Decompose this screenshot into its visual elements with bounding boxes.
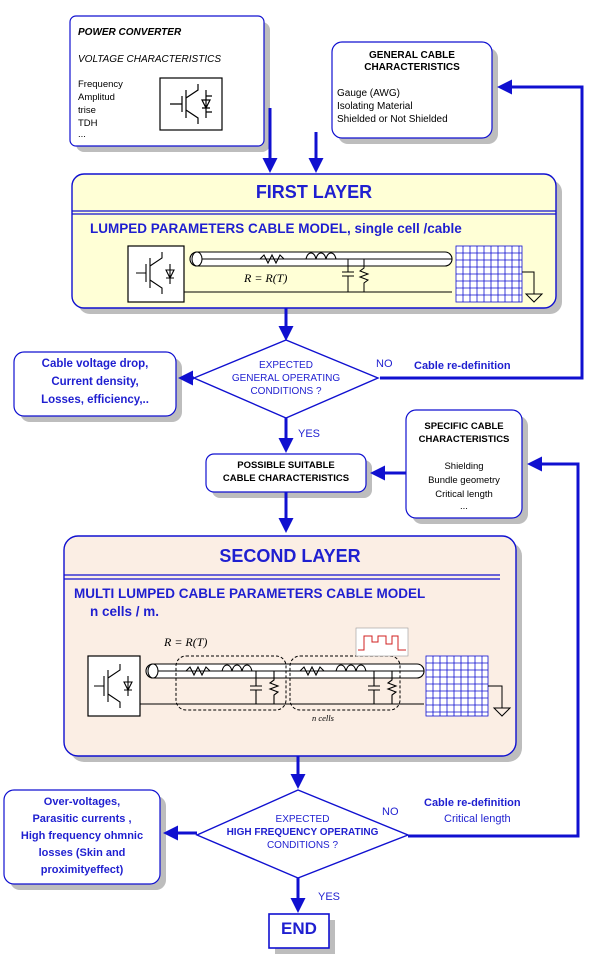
possible-suitable-box (205, 453, 367, 493)
left-box-1-line: Current density, (51, 376, 139, 388)
end-label: END (281, 919, 317, 938)
possible-suitable-line1: POSSIBLE SUITABLE (237, 460, 335, 471)
left-box-1 (13, 351, 177, 417)
second-layer-subtitle-2: n cells / m. (90, 604, 160, 619)
decision2-line3: CONDITIONS ? (266, 840, 339, 851)
first-layer-title: FIRST LAYER (255, 182, 373, 202)
specific-cable-title-1: SPECIFIC CABLE (424, 421, 504, 432)
specific-cable-item: Critical length (435, 489, 493, 500)
decision1-redefinition: Cable re-definition (414, 360, 511, 372)
first-layer-formula: R = R(T) (244, 271, 288, 285)
first-layer-box (71, 173, 557, 309)
second-layer-cells-label: n cells (312, 713, 334, 723)
specific-cable-box (405, 409, 523, 519)
power-converter-item: Amplitud (78, 92, 115, 103)
second-layer-title: SECOND LAYER (219, 546, 361, 566)
end-box (268, 913, 330, 949)
left-box-1-line: Losses, efficiency,.. (41, 394, 149, 406)
power-converter-title: POWER CONVERTER (78, 27, 182, 38)
second-layer-formula: R = R(T) (164, 635, 208, 649)
decision2-redefinition-2: Critical length (444, 813, 511, 825)
general-cable-item: Shielded or Not Shielded (337, 114, 448, 125)
decision1-diamond (192, 339, 380, 419)
second-layer-box (63, 535, 517, 757)
igbt-icon (159, 77, 223, 131)
left-box-1-line: Cable voltage drop, (41, 358, 149, 370)
igbt-icon (127, 245, 185, 303)
decision2-no-label: NO (382, 806, 399, 818)
decision1-line1: EXPECTED (259, 360, 313, 371)
possible-suitable-line2: CABLE CHARACTERISTICS (222, 473, 350, 484)
power-converter-item: trise (78, 105, 96, 116)
decision2-yes-label: YES (318, 891, 341, 903)
decision1-line3: CONDITIONS ? (250, 386, 322, 397)
left-box-2-line: proximityeffect) (40, 864, 124, 876)
specific-cable-item: Bundle geometry (428, 475, 500, 486)
decision1-no-label: NO (376, 358, 393, 370)
power-converter-item: Frequency (78, 79, 123, 90)
decision2-diamond (195, 789, 410, 879)
second-layer-circuit (87, 627, 512, 717)
left-box-2-line: Parasitic currents , (32, 813, 132, 825)
decision2-line2: HIGH FREQUENCY OPERATING (226, 827, 379, 838)
decision2-redefinition: Cable re-definition (424, 797, 521, 809)
first-layer-circuit (127, 245, 544, 303)
left-box-2-line: High frequency ohmnic (20, 830, 144, 842)
power-converter-item: ... (78, 129, 86, 140)
second-layer-subtitle-1: MULTI LUMPED CABLE PARAMETERS CABLE MODE… (74, 586, 426, 601)
specific-cable-item: ... (460, 501, 468, 512)
specific-cable-title-2: CHARACTERISTICS (418, 434, 510, 445)
left-box-2-line: Over-voltages, (43, 796, 121, 808)
specific-cable-item: Shielding (444, 461, 484, 472)
connectors (163, 79, 584, 913)
arrow-redefinition2 (408, 456, 580, 838)
arrow-redefinition1 (380, 79, 584, 380)
first-layer-subtitle: LUMPED PARAMETERS CABLE MODEL, single ce… (90, 221, 462, 236)
left-box-2-line: losses (Skin and (38, 847, 126, 859)
decision1-yes-label: YES (298, 428, 321, 440)
general-cable-item: Gauge (AWG) (337, 88, 400, 99)
waveform-icon (355, 627, 409, 657)
general-cable-item: Isolating Material (337, 101, 413, 112)
general-cable-title-2: CHARACTERISTICS (364, 62, 460, 73)
general-cable-title-1: GENERAL CABLE (369, 50, 455, 61)
decision2-line1: EXPECTED (275, 814, 330, 825)
general-cable-box (331, 41, 493, 139)
left-box-2 (3, 789, 161, 885)
power-converter-item: TDH (78, 118, 98, 129)
decision1-line2: GENERAL OPERATING (231, 373, 341, 384)
power-converter-subtitle: VOLTAGE CHARACTERISTICS (78, 54, 221, 65)
